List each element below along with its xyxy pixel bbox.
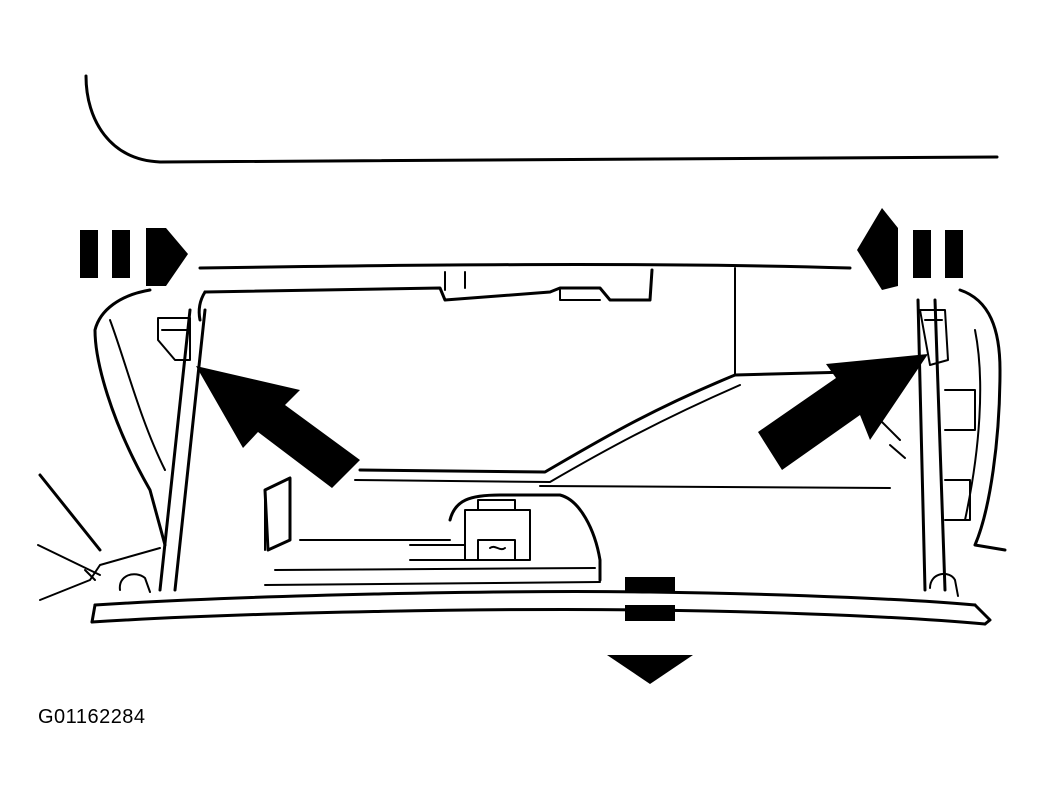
left-side-push-arrow	[80, 228, 188, 286]
glove-box-bin	[197, 267, 891, 489]
figure-caption: G01162284	[38, 706, 146, 728]
dashboard-opening-frame	[93, 263, 1007, 552]
dashboard-upper-edge	[84, 74, 999, 164]
right-stop-pointer-arrow	[758, 354, 928, 470]
lower-pull-arrow	[607, 577, 693, 684]
left-stop-pointer-arrow	[196, 366, 360, 488]
glove-box-door-lip	[90, 567, 992, 626]
right-door-side-wall	[879, 298, 976, 592]
glove-box-latch	[299, 493, 602, 582]
lower-left-console	[37, 473, 161, 601]
right-side-push-arrow	[857, 208, 963, 290]
left-door-side-wall	[157, 308, 292, 592]
